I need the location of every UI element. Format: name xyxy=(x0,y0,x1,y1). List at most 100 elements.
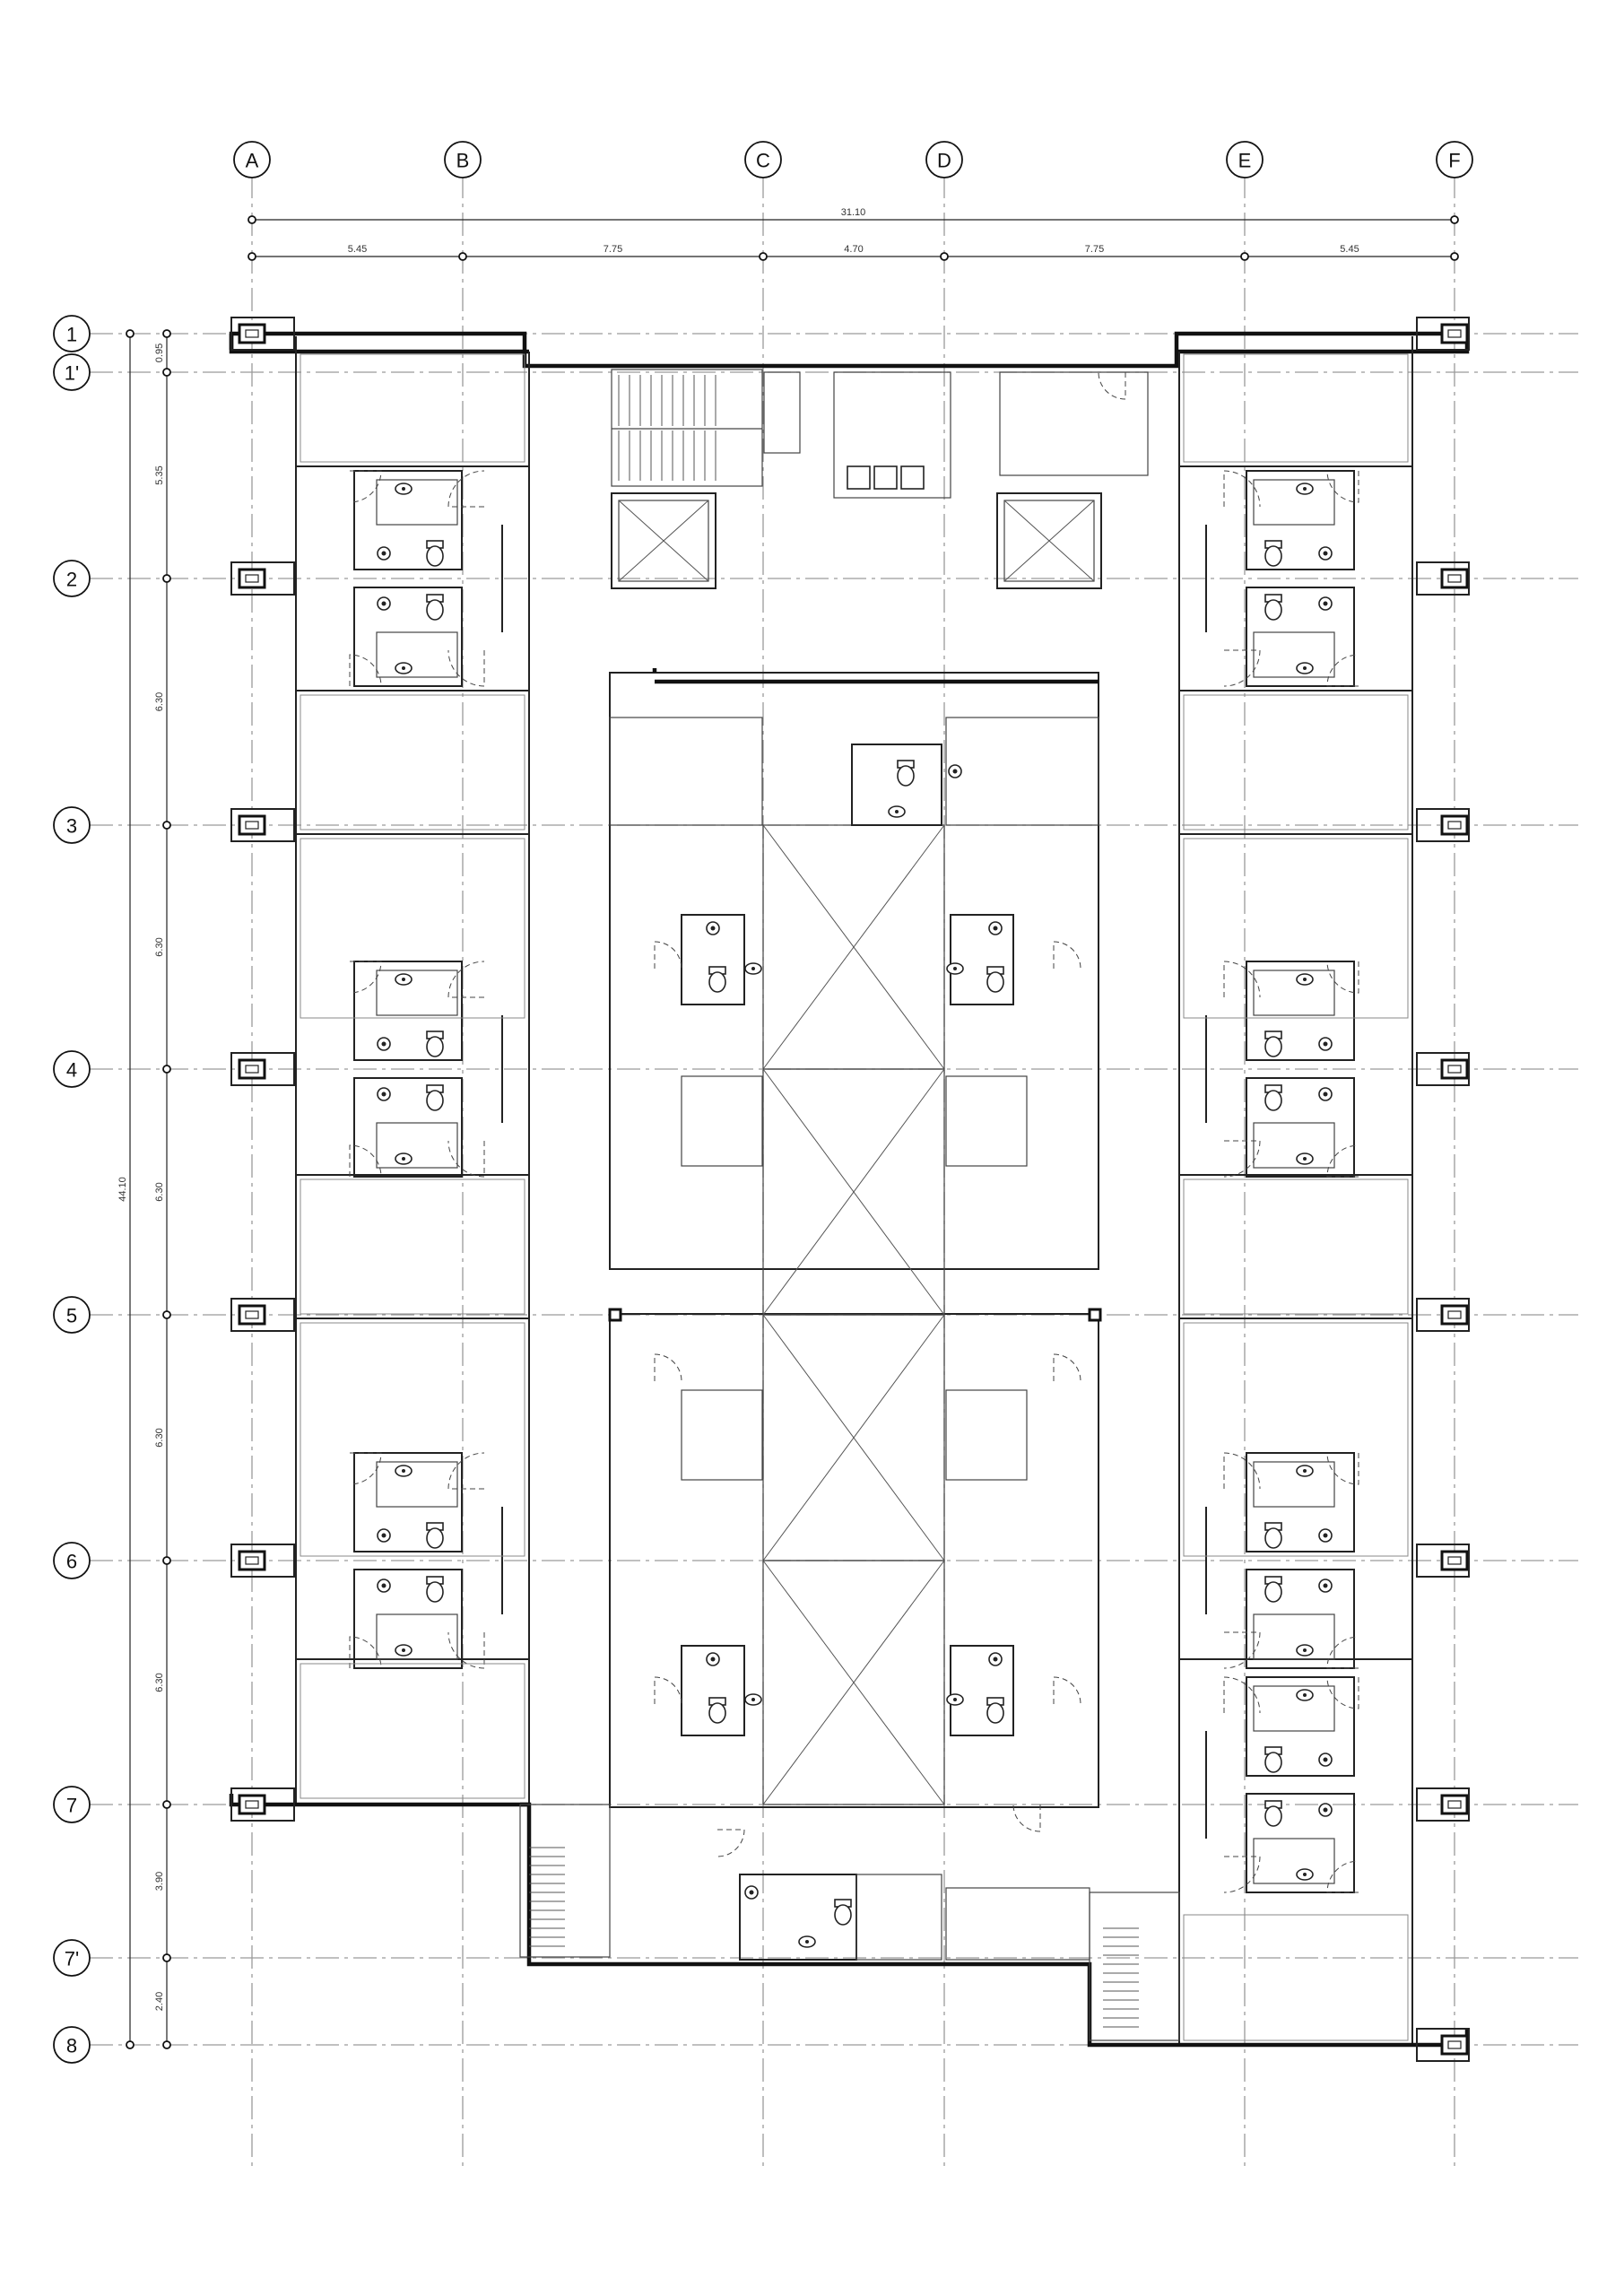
column-A xyxy=(238,1058,266,1080)
grid-bubble-E xyxy=(1226,141,1264,178)
door-swing xyxy=(1326,654,1359,687)
balcony-slab-right xyxy=(1416,1787,1470,1822)
toilet-bowl xyxy=(708,971,726,993)
toilet-bowl xyxy=(1264,1527,1282,1549)
grid-label-B: B xyxy=(456,150,470,172)
toilet-bowl xyxy=(1264,1036,1282,1057)
dim-tick xyxy=(248,215,256,224)
column-A xyxy=(238,323,266,344)
column-core xyxy=(245,821,259,830)
bathroom-pod xyxy=(1246,470,1355,570)
bathroom-pod xyxy=(1246,587,1355,687)
central-bath-right xyxy=(950,914,1014,1005)
elevator-shaft-right xyxy=(1003,500,1095,582)
door-swing xyxy=(349,1144,382,1178)
shaft-cross xyxy=(762,1068,945,1316)
door-swing xyxy=(1326,1144,1359,1178)
door-swing xyxy=(1223,1631,1261,1669)
column-dim-0: 5.45 xyxy=(348,244,367,255)
column-dim-4: 5.45 xyxy=(1340,244,1359,255)
dim-tick xyxy=(248,252,256,261)
door-swing xyxy=(447,649,485,687)
door-swing xyxy=(1098,371,1126,400)
balcony-slab-left xyxy=(230,1052,295,1086)
toilet-bowl xyxy=(708,1702,726,1724)
column-F xyxy=(1440,568,1469,589)
door-swing xyxy=(1053,1676,1081,1705)
sink-drain xyxy=(402,666,405,670)
column-core xyxy=(245,1065,259,1074)
shower-drain xyxy=(1323,1807,1328,1813)
shower-drain xyxy=(1323,1091,1328,1097)
shaft-cross xyxy=(762,1560,945,1805)
row-dim-7: 3.90 xyxy=(154,1872,165,1891)
bath-cubicle xyxy=(1253,1122,1335,1169)
toilet-bowl xyxy=(1264,1090,1282,1111)
grid-bubble-F xyxy=(1436,141,1473,178)
bathroom-pod xyxy=(353,470,463,570)
door-swing xyxy=(1223,470,1261,508)
door-swing xyxy=(1053,1353,1081,1382)
sink-drain xyxy=(1303,1157,1307,1161)
shaft-cross xyxy=(762,1314,945,1561)
shower-drain xyxy=(381,551,386,556)
toilet-bowl xyxy=(426,1036,444,1057)
balcony-slab-left xyxy=(230,1787,295,1822)
door-swing xyxy=(349,654,382,687)
room-right xyxy=(1183,838,1409,1019)
grid-label-row-8: 7' xyxy=(65,1948,79,1970)
bathroom-pod xyxy=(1246,1452,1355,1552)
balcony-slab-left xyxy=(230,1298,295,1332)
central-bath-north xyxy=(851,744,942,826)
room-left xyxy=(300,353,525,463)
sink-drain xyxy=(402,487,405,491)
toilet-bowl xyxy=(426,599,444,621)
bath-cubicle xyxy=(1253,631,1335,678)
shower-drain xyxy=(710,1657,716,1662)
shower-drain xyxy=(381,1583,386,1588)
dim-tick xyxy=(1450,252,1459,261)
room-right xyxy=(1183,353,1409,463)
bath-cubicle xyxy=(1253,1838,1335,1884)
central-bath-right xyxy=(950,1645,1014,1736)
central-bath-left xyxy=(681,1645,745,1736)
column-core xyxy=(1447,1800,1462,1809)
bathroom-pod xyxy=(353,1569,463,1669)
shower-drain xyxy=(381,1533,386,1538)
shower-drain xyxy=(710,926,716,931)
sink-drain xyxy=(805,1940,809,1944)
dim-tick xyxy=(162,368,171,377)
row-dim-8: 2.40 xyxy=(154,1992,165,2011)
row-dim-3: 6.30 xyxy=(154,937,165,956)
room-left xyxy=(300,838,525,1019)
grid-label-row-6: 6 xyxy=(66,1551,77,1573)
grid-bubble-C xyxy=(744,141,782,178)
bathroom-pod xyxy=(1246,1569,1355,1669)
grid-bubble-row-5 xyxy=(53,1296,91,1334)
column-A xyxy=(238,1304,266,1326)
washer xyxy=(847,465,871,490)
washer xyxy=(873,465,898,490)
door-swing xyxy=(349,961,382,994)
elevator-shaft-left xyxy=(618,500,709,582)
sink-drain xyxy=(402,1469,405,1473)
shower-drain xyxy=(952,769,958,774)
central-closet xyxy=(681,1075,763,1167)
bathroom-pod xyxy=(1246,1793,1355,1893)
sink-drain xyxy=(953,1698,957,1701)
door-swing xyxy=(654,1676,682,1705)
south-room xyxy=(945,1887,1090,1961)
sink-drain xyxy=(1303,978,1307,981)
toilet-bowl xyxy=(1264,1805,1282,1827)
grid-label-row-9: 8 xyxy=(66,2035,77,2057)
room-left xyxy=(300,694,525,831)
room-left xyxy=(300,1663,525,1799)
room-left xyxy=(300,1178,525,1315)
bath-cubicle xyxy=(376,970,458,1016)
dim-tick xyxy=(1450,215,1459,224)
door-swing xyxy=(1326,961,1359,994)
south-room xyxy=(855,1874,942,1961)
bathroom-pod xyxy=(353,587,463,687)
shower-drain xyxy=(381,1091,386,1097)
toilet-bowl xyxy=(426,545,444,567)
